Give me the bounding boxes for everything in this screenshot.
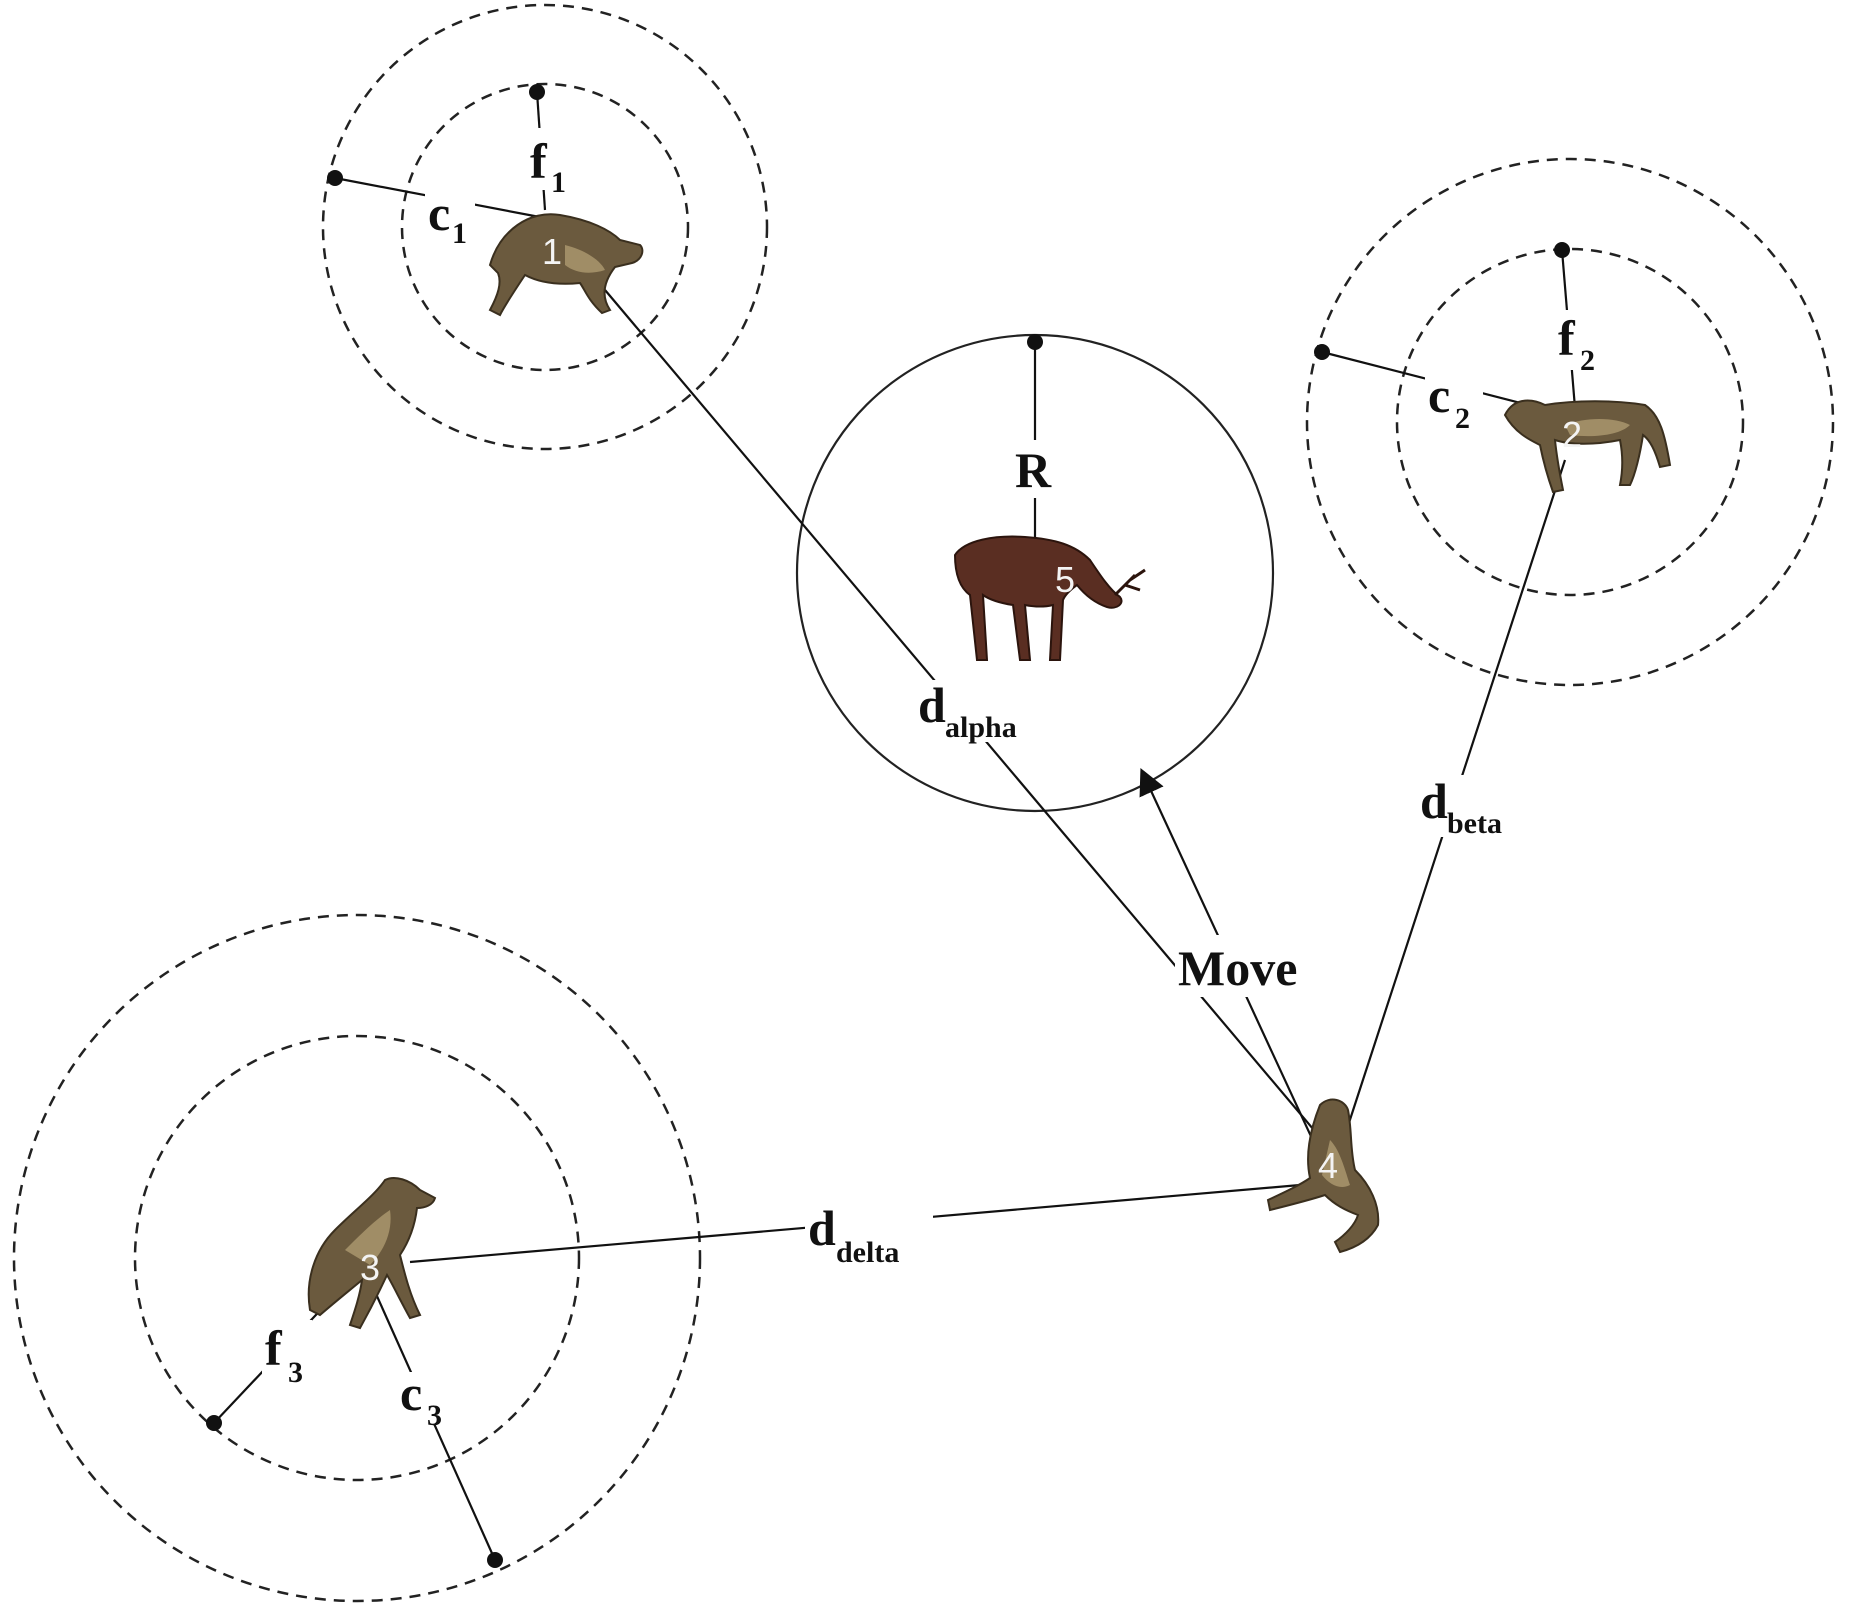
prey-radius-point bbox=[1027, 334, 1043, 350]
svg-text:c: c bbox=[1428, 367, 1450, 423]
wolf3-icon bbox=[307, 1177, 437, 1330]
svg-text:d: d bbox=[808, 1200, 836, 1256]
label-d-beta: d beta bbox=[1418, 773, 1530, 840]
wolf4-number: 4 bbox=[1318, 1145, 1338, 1186]
wolf3-inner-circle bbox=[133, 1034, 581, 1482]
label-d-alpha: d alpha bbox=[915, 677, 1050, 744]
wolf1-f-point bbox=[529, 84, 545, 100]
svg-text:1: 1 bbox=[452, 217, 467, 250]
svg-text:f: f bbox=[530, 133, 548, 189]
wolf1-inner-circle bbox=[400, 82, 690, 372]
wolf2-icon bbox=[1503, 399, 1672, 494]
svg-text:alpha: alpha bbox=[945, 711, 1017, 744]
wolf1-icon bbox=[488, 213, 644, 317]
deer-icon bbox=[953, 535, 1146, 661]
svg-text:c: c bbox=[400, 1365, 422, 1421]
svg-text:Move: Move bbox=[1178, 940, 1297, 996]
svg-text:R: R bbox=[1015, 442, 1052, 498]
label-R: R bbox=[1005, 440, 1065, 498]
svg-text:d: d bbox=[918, 677, 946, 733]
wolf3-c-point bbox=[487, 1552, 503, 1568]
label-c2: c 2 bbox=[1425, 367, 1483, 435]
label-f1: f 1 bbox=[528, 128, 572, 199]
svg-text:3: 3 bbox=[427, 1399, 442, 1432]
wolf1-outer-circle bbox=[321, 3, 769, 451]
wolf1-c-point bbox=[327, 170, 343, 186]
wolf2-c-point bbox=[1314, 344, 1330, 360]
prey-number: 5 bbox=[1055, 559, 1075, 600]
svg-text:f: f bbox=[1558, 310, 1576, 366]
svg-text:f: f bbox=[265, 1320, 283, 1376]
label-move: Move bbox=[1175, 935, 1340, 997]
svg-text:c: c bbox=[428, 185, 450, 241]
wolf3-number: 3 bbox=[360, 1247, 380, 1288]
svg-text:1: 1 bbox=[551, 166, 566, 199]
label-f2: f 2 bbox=[1556, 310, 1606, 377]
svg-text:beta: beta bbox=[1447, 807, 1502, 840]
wolf2-f-point bbox=[1554, 242, 1570, 258]
wolf2-number: 2 bbox=[1562, 414, 1582, 455]
label-f3: f 3 bbox=[262, 1320, 312, 1389]
svg-text:d: d bbox=[1420, 773, 1448, 829]
wolf2-inner-circle bbox=[1395, 247, 1745, 597]
label-d-delta: d delta bbox=[805, 1200, 933, 1269]
label-c1: c 1 bbox=[425, 185, 475, 250]
wolf3-outer-circle bbox=[12, 913, 702, 1603]
wolf4-icon bbox=[1266, 1098, 1380, 1254]
svg-text:2: 2 bbox=[1580, 344, 1595, 377]
wolf2-outer-circle bbox=[1305, 157, 1835, 687]
wolf3-f-point bbox=[206, 1415, 222, 1431]
label-c3: c 3 bbox=[398, 1365, 456, 1432]
wolf1-number: 1 bbox=[542, 231, 562, 272]
svg-text:2: 2 bbox=[1455, 402, 1470, 435]
svg-text:3: 3 bbox=[288, 1356, 303, 1389]
svg-text:delta: delta bbox=[836, 1236, 899, 1269]
